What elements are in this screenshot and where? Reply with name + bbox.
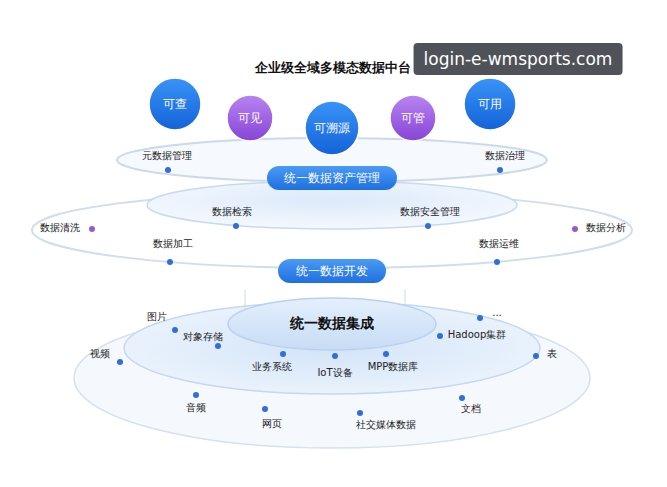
component-label: 数据清洗 (40, 221, 80, 235)
component-label: 图片 (147, 310, 167, 324)
layer-band: 统一数据资产管理 (267, 166, 397, 190)
component-label: 数据治理 (485, 149, 525, 163)
component-label: 对象存储 (183, 330, 223, 344)
node-label: 可管 (401, 110, 425, 127)
component-label: 元数据管理 (142, 149, 192, 163)
component-label: 社交媒体数据 (356, 418, 416, 432)
feature-circle: 可查 (148, 77, 202, 131)
component-label: 业务系统 (252, 360, 292, 374)
core-ellipse: 统一数据集成 (227, 297, 437, 351)
feature-circle: 可见 (226, 94, 274, 142)
feature-circle: 可溯源 (304, 100, 360, 156)
node-label: 统一数据开发 (296, 263, 368, 280)
marker-dots (117, 167, 539, 416)
component-label: Hadoop集群 (448, 328, 507, 342)
component-label: 音频 (186, 401, 206, 415)
diagram-title: 企业级全域多模态数据中台 (255, 59, 411, 77)
component-label: 数据安全管理 (400, 205, 460, 219)
node-label: 统一数据集成 (290, 315, 374, 333)
node-label: 可查 (163, 96, 187, 113)
component-label: 文档 (461, 402, 481, 416)
marker-dots (89, 226, 578, 232)
node-label: 统一数据资产管理 (284, 170, 380, 187)
feature-circle: 可管 (389, 94, 437, 142)
component-label: IoT设备 (317, 366, 352, 380)
watermark: login-e-wmsports.com (414, 43, 623, 75)
node-label: 可溯源 (314, 120, 350, 137)
layer-band: 统一数据开发 (278, 259, 386, 283)
feature-circle: 可用 (463, 77, 517, 131)
component-label: MPP数据库 (368, 360, 419, 374)
component-label: 视频 (90, 347, 110, 361)
component-label: 数据分析 (586, 221, 626, 235)
node-label: 可用 (478, 96, 502, 113)
component-label: 数据加工 (153, 237, 193, 251)
node-label: 可见 (238, 110, 262, 127)
component-label: 数据运维 (479, 237, 519, 251)
component-label: ... (492, 307, 502, 318)
component-label: 数据检索 (212, 205, 252, 219)
component-label: 表 (547, 347, 557, 361)
component-label: 网页 (262, 417, 282, 431)
